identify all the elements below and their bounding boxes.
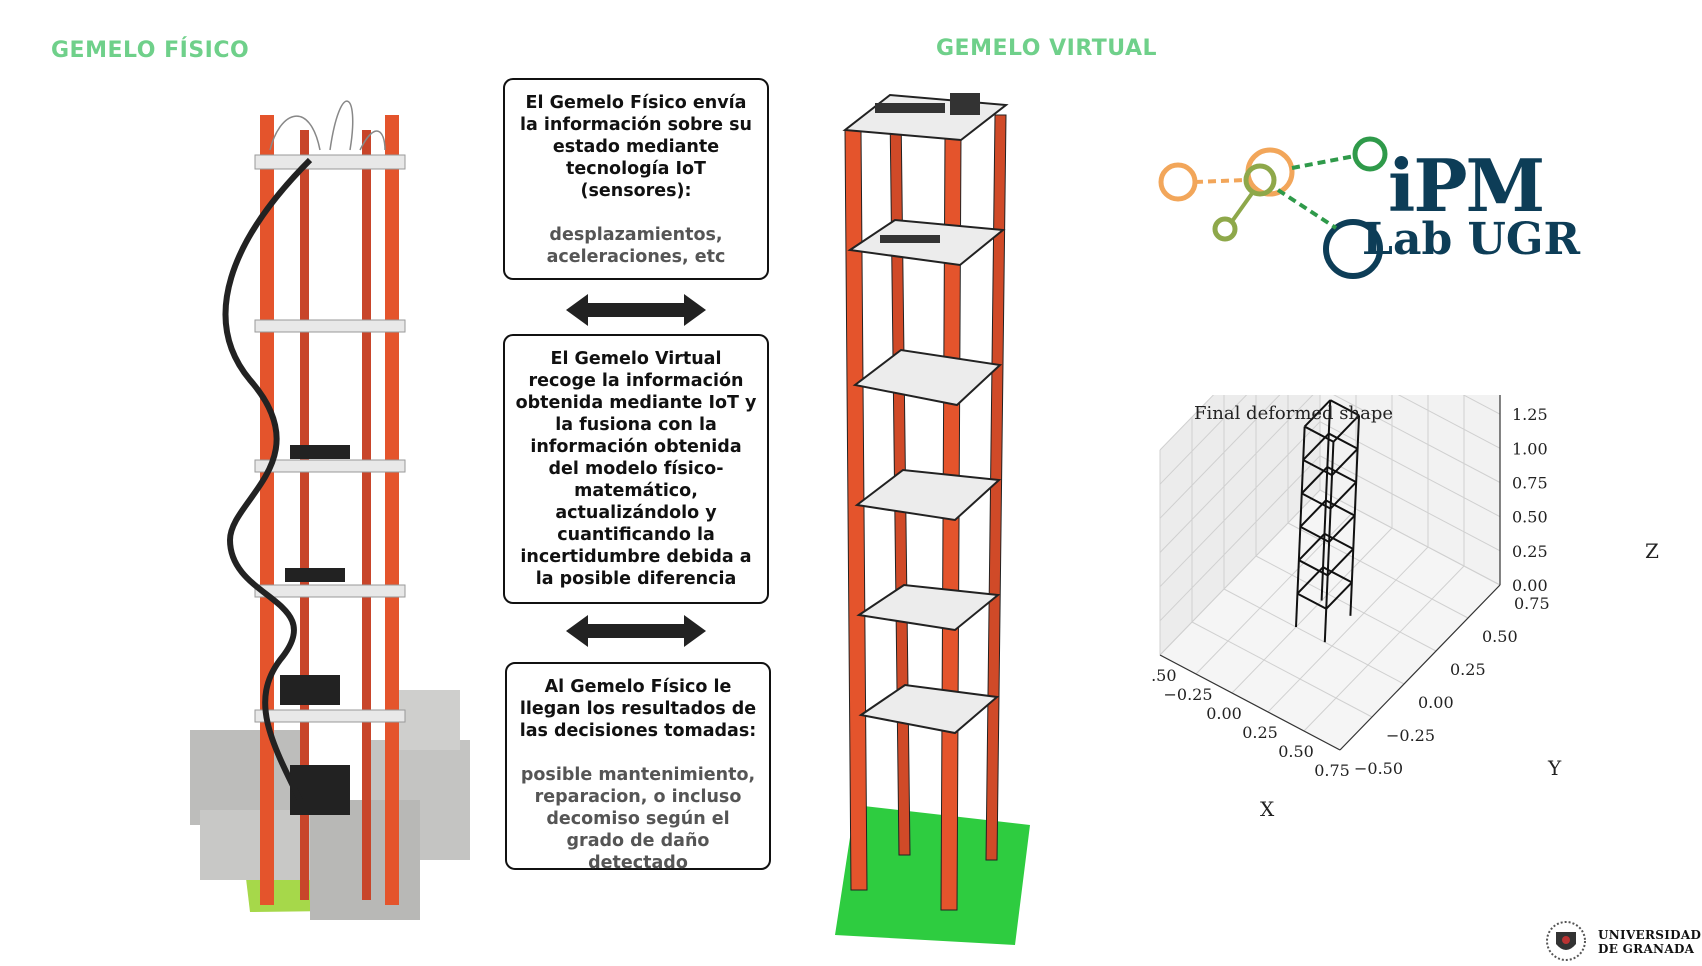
frame-beam xyxy=(1303,399,1331,428)
y-axis-label: Y xyxy=(1547,756,1562,780)
bidirectional-arrow-icon xyxy=(566,294,706,326)
y-tick-label: 0.75 xyxy=(1514,594,1550,613)
frame-beam xyxy=(1326,466,1357,484)
logo-circle-icon xyxy=(1158,162,1198,202)
x-tick-label: 0.75 xyxy=(1314,761,1350,780)
physical-tower-photo xyxy=(190,100,470,920)
x-tick-label: −0.25 xyxy=(1163,685,1212,704)
grid-line xyxy=(1287,522,1469,619)
frame-beam xyxy=(1301,492,1332,510)
grid-line xyxy=(1159,395,1314,553)
chart-pane xyxy=(1160,395,1320,655)
grid-line xyxy=(1231,527,1393,694)
virtual-twin-info-text: El Gemelo Virtual recoge la información … xyxy=(515,349,757,589)
grid-line xyxy=(1319,489,1501,586)
frame-beam xyxy=(1322,566,1353,584)
z-tick-label: 0.25 xyxy=(1512,542,1548,561)
grid-line xyxy=(1333,395,1501,483)
ipm-lab-logo xyxy=(1158,136,1388,279)
y-tick-label: 0.50 xyxy=(1482,627,1518,646)
frame-beam xyxy=(1331,448,1359,476)
grid-line xyxy=(1191,621,1373,718)
logo-circle-icon xyxy=(1352,136,1388,172)
chart-title: Final deformed shape xyxy=(1194,403,1393,424)
frame-column xyxy=(1295,426,1306,628)
university-name: UNIVERSIDAD DE GRANADA xyxy=(1598,928,1701,956)
frame-beam xyxy=(1329,481,1357,510)
physical-twin-heading: GEMELO FÍSICO xyxy=(51,38,250,63)
grid-line xyxy=(1159,455,1321,622)
grid-line xyxy=(1159,395,1248,485)
frame-beam xyxy=(1328,432,1359,450)
virtual-tower-render xyxy=(835,93,1030,945)
grid-line xyxy=(1159,489,1321,656)
z-tick-label: 0.00 xyxy=(1512,576,1548,595)
grid-line xyxy=(1319,421,1501,518)
z-tick-label: 1.25 xyxy=(1512,405,1548,424)
university-crest-icon xyxy=(1546,921,1586,961)
chart-pane xyxy=(1320,395,1500,585)
frame-beam xyxy=(1302,459,1333,477)
y-tick-label: −0.25 xyxy=(1386,726,1435,745)
x-tick-label: 0.50 xyxy=(1278,742,1314,761)
frame-beam xyxy=(1324,532,1354,550)
chart-grid xyxy=(1159,395,1501,751)
grid-line xyxy=(1397,395,1501,449)
frame-beam xyxy=(1332,414,1360,443)
grid-line xyxy=(1159,395,1281,519)
z-tick-label: 0.50 xyxy=(1512,508,1548,527)
frame-beam xyxy=(1325,499,1356,517)
university-name-line2: DE GRANADA xyxy=(1598,942,1695,956)
grid-line xyxy=(1255,555,1437,652)
frame-beam xyxy=(1329,399,1360,417)
y-axis-line xyxy=(1339,584,1501,751)
frame-beam xyxy=(1298,559,1329,577)
grid-line xyxy=(1319,455,1501,552)
iot-info-box: El Gemelo Físico envía la información so… xyxy=(503,78,769,280)
frame-beam xyxy=(1304,425,1334,443)
y-tick-label: 0.00 xyxy=(1418,693,1454,712)
deformed-shape-chart: −0.50−0.250.000.250.500.75−0.50−0.250.00… xyxy=(1150,395,1659,821)
frame-beam xyxy=(1296,592,1327,610)
iot-info-text: El Gemelo Físico envía la información so… xyxy=(519,93,753,201)
building-wireframe xyxy=(1295,399,1361,643)
grid-line xyxy=(1267,546,1429,713)
virtual-twin-heading: GEMELO VIRTUAL xyxy=(936,36,1158,61)
x-axis-line xyxy=(1159,654,1341,751)
frame-beam xyxy=(1328,514,1356,543)
grid-line xyxy=(1462,395,1501,415)
z-tick-label: 1.00 xyxy=(1512,439,1548,458)
y-tick-label: 0.25 xyxy=(1450,660,1486,679)
chart-tick-labels: −0.50−0.250.000.250.500.75−0.50−0.250.00… xyxy=(1150,405,1550,780)
logo-text-lab: Lab UGR xyxy=(1362,214,1581,265)
grid-line xyxy=(1159,421,1321,588)
decisions-info-text: Al Gemelo Físico le llegan los resultado… xyxy=(519,677,757,741)
logo-circle-icon xyxy=(1323,219,1383,279)
x-axis-label: X xyxy=(1260,797,1275,821)
grid-line xyxy=(1159,395,1215,451)
logo-circle-icon xyxy=(1243,163,1277,197)
chart-pane xyxy=(1160,490,1500,750)
decisions-info-examples: posible mantenimiento, reparacion, o inc… xyxy=(520,765,756,873)
frame-beam xyxy=(1325,581,1353,610)
frame-beam xyxy=(1299,525,1330,543)
x-tick-label: −0.50 xyxy=(1150,666,1177,685)
university-name-line1: UNIVERSIDAD xyxy=(1598,928,1702,942)
z-tick-label: 0.75 xyxy=(1512,474,1548,493)
logo-text-ipm: iPM xyxy=(1388,143,1545,228)
z-axis-label: Z xyxy=(1645,539,1659,563)
x-tick-label: 0.00 xyxy=(1206,704,1242,723)
bidirectional-arrow-icon xyxy=(566,615,706,647)
grid-line xyxy=(1303,565,1465,732)
logo-circle-icon xyxy=(1212,216,1238,242)
x-tick-label: 0.25 xyxy=(1242,723,1278,742)
grid-line xyxy=(1223,588,1405,685)
iot-info-examples: desplazamientos, aceleraciones, etc xyxy=(546,225,726,267)
y-tick-label: −0.50 xyxy=(1354,759,1403,778)
decisions-info-box: Al Gemelo Físico le llegan los resultado… xyxy=(505,662,771,873)
virtual-twin-info-box: El Gemelo Virtual recoge la información … xyxy=(503,334,769,604)
frame-beam xyxy=(1326,548,1354,577)
